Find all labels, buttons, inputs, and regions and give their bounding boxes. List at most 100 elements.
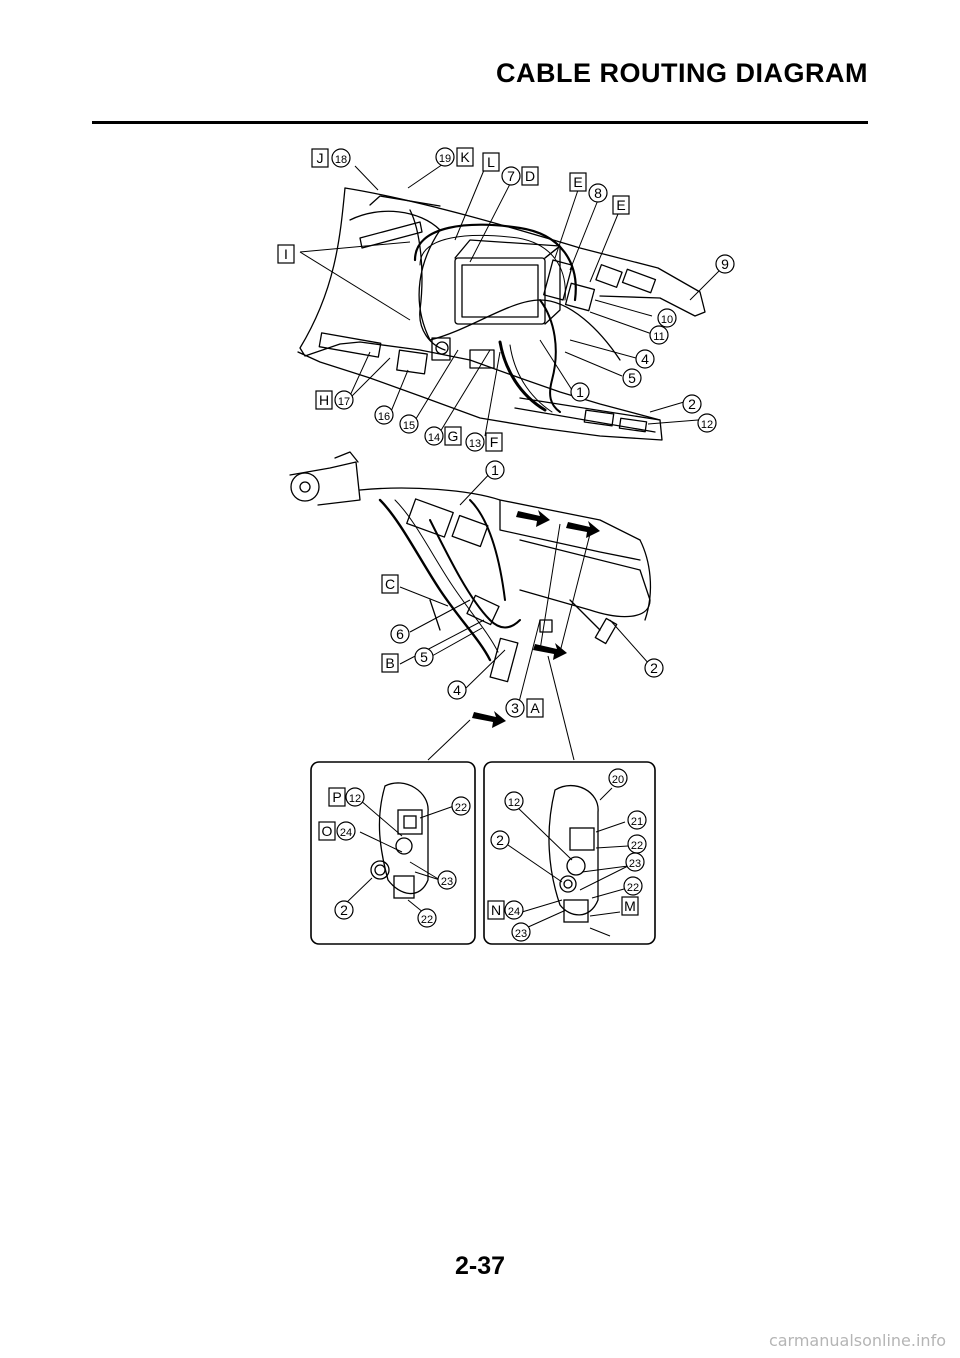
callout-text: 2 xyxy=(688,396,696,412)
callout-number-r-22a: 22 xyxy=(627,834,647,854)
callout-number-c-12a: 12 xyxy=(697,413,717,433)
callout-circle xyxy=(414,647,434,667)
callout-letter-c-J: J xyxy=(311,148,329,168)
callout-letter-m-B: B xyxy=(381,653,399,673)
callout-number-c-19: 19 xyxy=(435,147,455,167)
callout-number-m-5: 5 xyxy=(414,647,434,667)
callout-letter-c-G: G xyxy=(444,426,462,446)
callout-text: 12 xyxy=(349,793,361,805)
callout-text: 11 xyxy=(653,331,664,343)
callout-letter-c-L: L xyxy=(482,152,500,172)
callout-letter-c-E1: E xyxy=(569,172,587,192)
callout-number-c-18: 18 xyxy=(331,148,351,168)
callout-letter-m-A: A xyxy=(526,698,544,718)
callout-number-c-2a: 2 xyxy=(682,394,702,414)
callout-text: 12 xyxy=(508,797,520,809)
callout-text: 7 xyxy=(507,168,515,184)
callout-text: 17 xyxy=(338,396,350,408)
callout-text: 5 xyxy=(420,649,428,665)
callout-box xyxy=(621,896,639,916)
callout-text: K xyxy=(460,149,470,165)
callout-text: 14 xyxy=(428,432,440,444)
callout-text: E xyxy=(573,174,582,190)
callout-circle xyxy=(622,368,642,388)
callout-circle xyxy=(657,308,677,328)
right-inset xyxy=(483,761,656,945)
callout-text: 22 xyxy=(627,882,639,894)
callout-text: 12 xyxy=(701,419,713,431)
callout-text: 2 xyxy=(340,902,348,918)
callout-text: 23 xyxy=(515,928,527,940)
callout-box xyxy=(521,166,539,186)
callout-text: 6 xyxy=(396,626,404,642)
callout-number-c-1a: 1 xyxy=(570,382,590,402)
callout-number-l-22a: 22 xyxy=(451,796,471,816)
callout-circle xyxy=(623,876,643,896)
top-illustration xyxy=(297,187,706,441)
callout-text: A xyxy=(530,700,540,716)
callout-circle xyxy=(465,432,485,452)
callout-letter-c-I: I xyxy=(277,244,295,264)
callout-number-l-24: 24 xyxy=(336,821,356,841)
callout-number-l-23: 23 xyxy=(437,870,457,890)
callout-letter-l-O: O xyxy=(318,821,336,841)
callout-circle xyxy=(437,870,457,890)
middle-illustration xyxy=(289,451,652,683)
callout-circle xyxy=(424,426,444,446)
callout-text: 10 xyxy=(661,314,673,326)
callout-circle xyxy=(697,413,717,433)
callout-text: 2 xyxy=(496,832,504,848)
callout-circle xyxy=(447,680,467,700)
callout-number-l-12: 12 xyxy=(345,787,365,807)
callout-number-r-2: 2 xyxy=(490,830,510,850)
callout-text: 9 xyxy=(721,256,729,272)
callout-number-c-11: 11 xyxy=(649,325,669,345)
callout-text: I xyxy=(284,246,288,262)
callout-circle xyxy=(336,821,356,841)
callout-text: P xyxy=(332,789,341,805)
callout-circle xyxy=(399,414,419,434)
callout-circle xyxy=(649,325,669,345)
callout-text: M xyxy=(624,898,636,914)
callout-number-c-8: 8 xyxy=(588,183,608,203)
callout-text: N xyxy=(491,902,501,918)
callout-letter-c-H: H xyxy=(315,390,333,410)
callout-circle xyxy=(451,796,471,816)
callout-letter-c-E2: E xyxy=(612,195,630,215)
callout-circle xyxy=(608,768,628,788)
callout-circle xyxy=(588,183,608,203)
callout-number-c-9: 9 xyxy=(715,254,735,274)
callout-text: 1 xyxy=(576,384,584,400)
callout-box xyxy=(485,432,503,452)
callout-circle xyxy=(485,460,505,480)
callout-text: D xyxy=(525,168,535,184)
header-rule xyxy=(92,121,868,124)
callout-letter-c-K: K xyxy=(456,147,474,167)
callout-number-l-2: 2 xyxy=(334,900,354,920)
callout-text: 2 xyxy=(650,660,658,676)
callout-text: F xyxy=(490,434,499,450)
callout-box xyxy=(526,698,544,718)
callout-number-c-7: 7 xyxy=(501,166,521,186)
callout-number-c-17: 17 xyxy=(334,390,354,410)
callout-box xyxy=(612,195,630,215)
callout-circle xyxy=(625,852,645,872)
callout-text: E xyxy=(616,197,625,213)
callout-number-c-13: 13 xyxy=(465,432,485,452)
callout-number-m-4: 4 xyxy=(447,680,467,700)
callout-text: O xyxy=(322,823,333,839)
page-title: CABLE ROUTING DIAGRAM xyxy=(496,58,868,88)
callout-number-c-15: 15 xyxy=(399,414,419,434)
left-inset xyxy=(310,761,476,945)
callout-number-r-21: 21 xyxy=(627,810,647,830)
callout-box xyxy=(487,900,505,920)
callout-text: J xyxy=(317,150,324,166)
callout-text: 4 xyxy=(641,351,649,367)
callout-number-r-23a: 23 xyxy=(625,852,645,872)
callout-circle xyxy=(501,166,521,186)
callout-circle xyxy=(682,394,702,414)
callout-box xyxy=(456,147,474,167)
callout-box xyxy=(381,574,399,594)
